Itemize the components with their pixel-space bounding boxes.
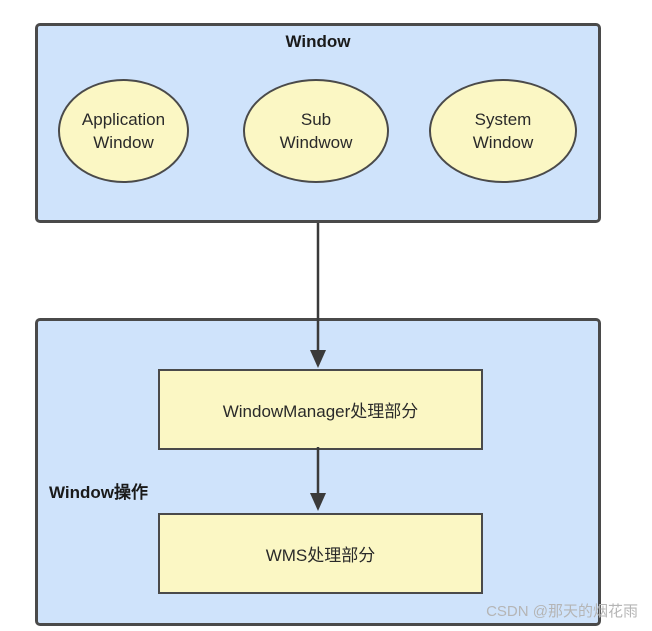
sub-window-node: Sub Windwow — [243, 79, 389, 183]
application-window-node: Application Window — [58, 79, 189, 183]
window-manager-label: WindowManager处理部分 — [222, 402, 419, 421]
wms-box: WMS处理部分 — [158, 513, 483, 594]
application-window-label-line2: Window — [93, 133, 154, 152]
arrowhead-to-wm — [310, 350, 326, 368]
window-manager-box: WindowManager处理部分 — [158, 369, 483, 450]
window-container-title: Window — [285, 32, 351, 51]
sub-window-label-line2: Windwow — [279, 133, 353, 152]
system-window-node: System Window — [429, 79, 577, 183]
system-window-label-line2: Window — [472, 133, 534, 152]
watermark-text: CSDN @那天的烟花雨 — [486, 603, 638, 620]
wms-label: WMS处理部分 — [265, 546, 376, 565]
window-container: Window Application Window Sub Windwow Sy… — [35, 23, 601, 223]
system-window-label-line1: System — [474, 110, 532, 129]
arrowhead-to-wms — [310, 493, 326, 511]
window-operation-title: Window操作 — [49, 483, 148, 502]
sub-window-label-line1: Sub — [300, 110, 332, 129]
application-window-label-line1: Application — [81, 110, 166, 129]
